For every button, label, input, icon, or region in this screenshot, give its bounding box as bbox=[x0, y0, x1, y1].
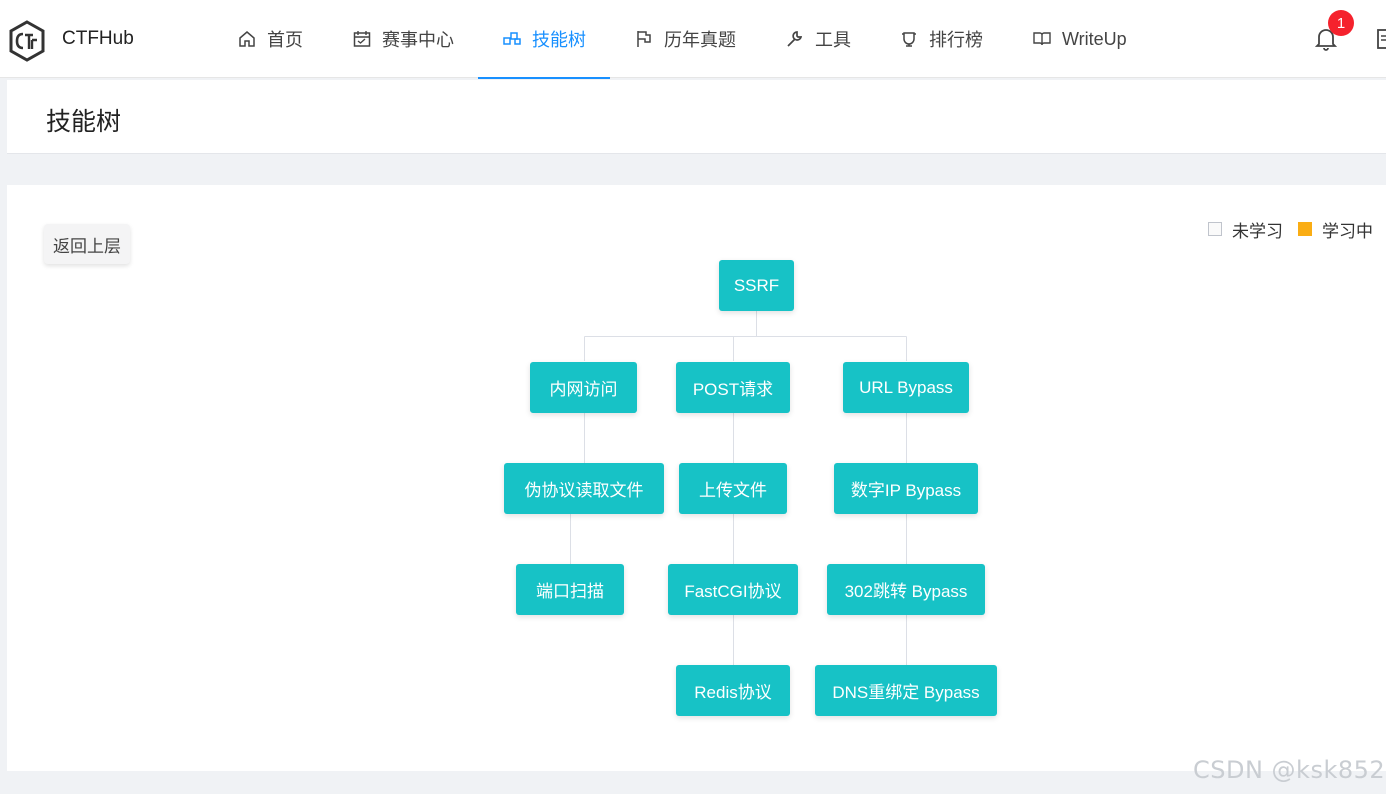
back-button[interactable]: 返回上层 bbox=[44, 224, 130, 264]
nav-events-label: 赛事中心 bbox=[382, 30, 454, 50]
learning-swatch-icon bbox=[1298, 222, 1312, 236]
nav-tools-label: 工具 bbox=[815, 30, 851, 50]
brand-name[interactable]: CTFHub bbox=[62, 28, 134, 49]
nav-ranking[interactable]: 排行榜 bbox=[899, 0, 983, 78]
skill-tree-icon bbox=[503, 32, 521, 45]
nav-writeup-label: WriteUp bbox=[1062, 28, 1127, 49]
page-title: 技能树 bbox=[46, 108, 122, 136]
trophy-icon bbox=[902, 32, 916, 47]
calendar-icon bbox=[353, 31, 371, 47]
nav-events[interactable]: 赛事中心 bbox=[352, 0, 454, 78]
watermark: CSDN @ksk852 bbox=[1193, 756, 1386, 784]
skill-node-port-scan[interactable]: 端口扫描 bbox=[516, 564, 624, 615]
notification-badge: 1 bbox=[1328, 10, 1354, 36]
nav-writeup[interactable]: WriteUp bbox=[1032, 0, 1127, 78]
title-card: 技能树 bbox=[7, 80, 1386, 154]
nav-ranking-label: 排行榜 bbox=[929, 30, 983, 50]
skill-node-redis[interactable]: Redis协议 bbox=[676, 665, 790, 716]
skill-node-dns-bypass[interactable]: DNS重绑定 Bypass bbox=[815, 665, 997, 716]
skill-node-ip-bypass[interactable]: 数字IP Bypass bbox=[834, 463, 978, 514]
skill-node-fastcgi[interactable]: FastCGI协议 bbox=[668, 564, 798, 615]
flag-icon bbox=[637, 31, 651, 47]
legend-learning-label: 学习中 bbox=[1322, 221, 1373, 241]
skill-node-intranet[interactable]: 内网访问 bbox=[530, 362, 637, 413]
nav-tools[interactable]: 工具 bbox=[785, 0, 851, 78]
ctfhub-logo-icon[interactable] bbox=[8, 20, 46, 62]
unlearned-swatch-icon bbox=[1208, 222, 1222, 236]
nav-skill-tree[interactable]: 技能树 bbox=[502, 0, 586, 78]
nav-home-label: 首页 bbox=[267, 30, 303, 50]
home-icon bbox=[239, 31, 255, 47]
nav-skill-tree-label: 技能树 bbox=[532, 30, 586, 50]
wrench-icon bbox=[787, 31, 803, 47]
legend-unlearned-label: 未学习 bbox=[1232, 221, 1283, 241]
nav-past-problems-label: 历年真题 bbox=[664, 30, 736, 50]
nav-past-problems[interactable]: 历年真题 bbox=[634, 0, 736, 78]
top-navbar: CTFHub 首页 赛事中心 技能树 历年真题 工具 排行榜 WriteUp 1 bbox=[0, 0, 1386, 79]
legend-unlearned: 未学习 bbox=[1208, 218, 1283, 241]
book-icon bbox=[1033, 32, 1051, 46]
nav-home[interactable]: 首页 bbox=[237, 0, 303, 78]
skill-node-pseudo-protocol[interactable]: 伪协议读取文件 bbox=[504, 463, 664, 514]
active-tab-indicator bbox=[478, 77, 610, 79]
legend-learning: 学习中 bbox=[1298, 218, 1373, 241]
skill-node-url-bypass[interactable]: URL Bypass bbox=[843, 362, 969, 413]
skill-node-ssrf[interactable]: SSRF bbox=[719, 260, 794, 311]
skill-node-302-bypass[interactable]: 302跳转 Bypass bbox=[827, 564, 985, 615]
skill-node-upload[interactable]: 上传文件 bbox=[679, 463, 787, 514]
document-icon[interactable] bbox=[1376, 28, 1386, 50]
skill-node-post[interactable]: POST请求 bbox=[676, 362, 790, 413]
bell-icon[interactable] bbox=[1315, 27, 1337, 51]
